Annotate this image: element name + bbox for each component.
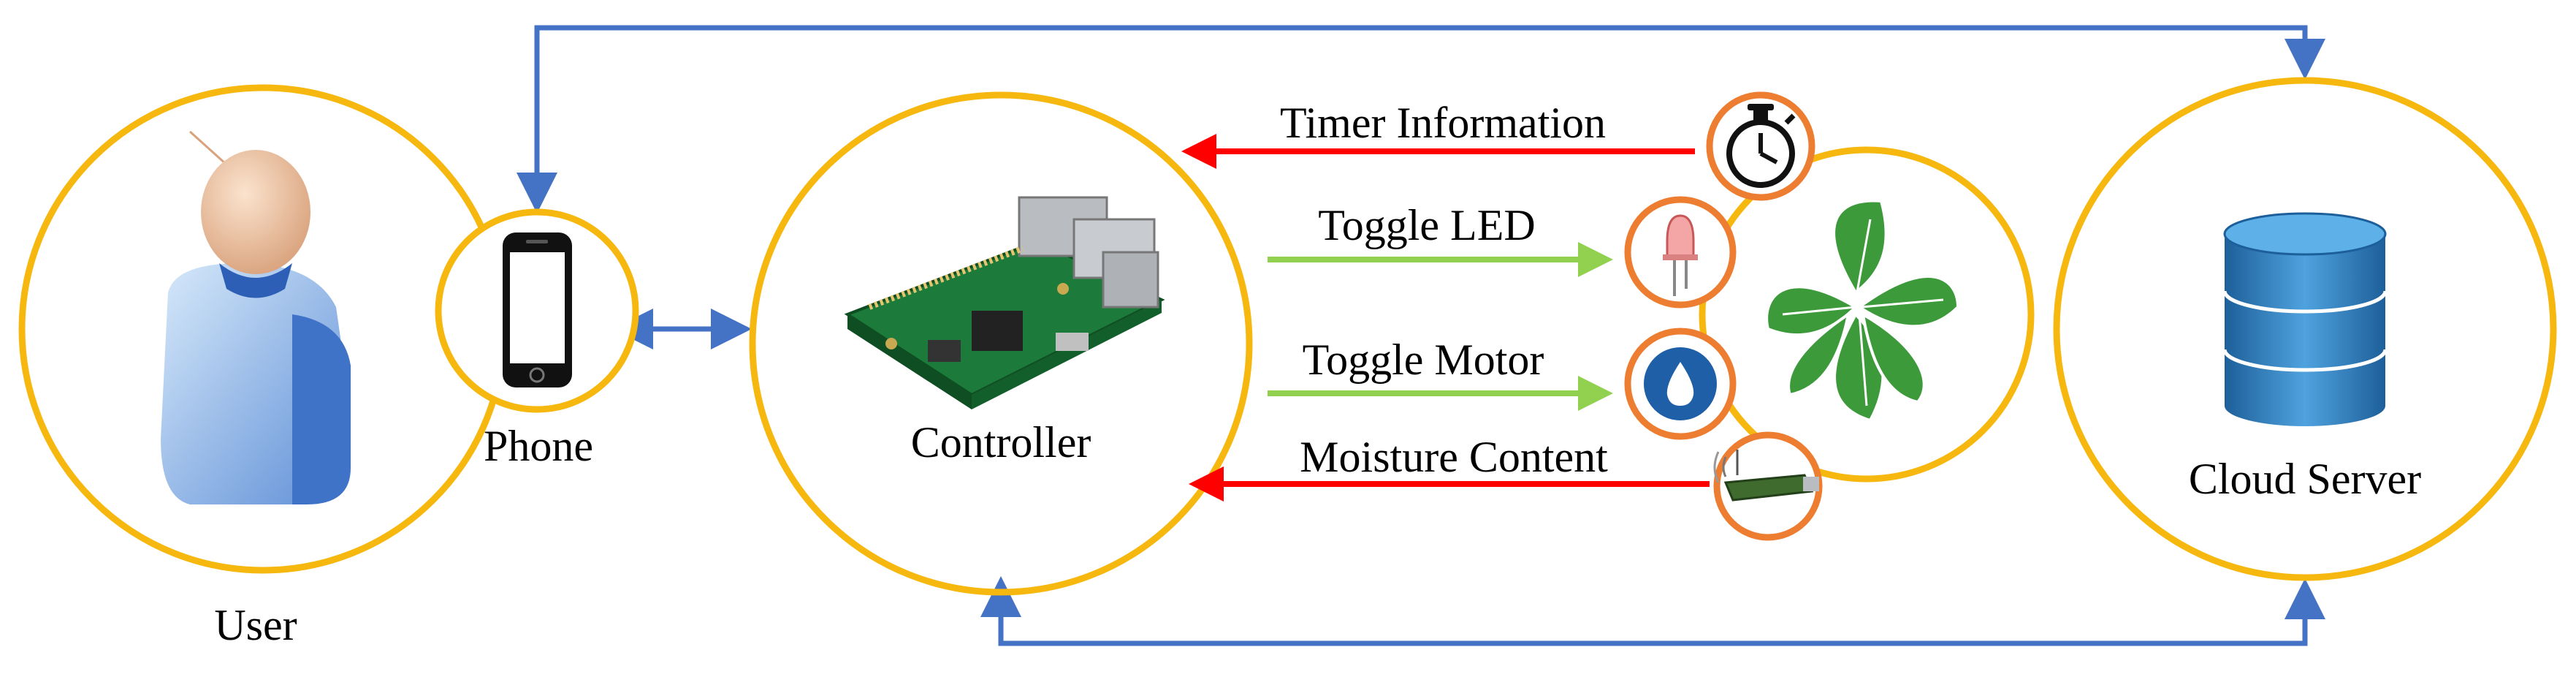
moisture-sensor-device [1713, 431, 1823, 541]
phone-node: Phone [435, 208, 639, 470]
motor-device [1624, 328, 1737, 440]
controller-cloud-link [980, 576, 2325, 646]
user-node: User [18, 84, 508, 649]
led-icon [1663, 214, 1698, 296]
controller-node: Controller [749, 91, 1253, 596]
plant-node [1699, 146, 2035, 483]
user-avatar-icon [161, 130, 351, 504]
toggle-motor-label: Toggle Motor [1303, 336, 1544, 384]
water-drop-icon [1644, 347, 1717, 420]
stopwatch-icon [1726, 104, 1796, 188]
timer-information-label: Timer Information [1280, 99, 1606, 147]
timer-device [1706, 91, 1815, 201]
plant-leaves-icon [1765, 199, 1960, 423]
user-label: User [214, 601, 297, 649]
led-device [1624, 196, 1737, 309]
phone-cloud-link [517, 25, 2325, 213]
database-icon [2222, 212, 2388, 426]
cloud-server-label: Cloud Server [2189, 455, 2421, 503]
toggle-led-label: Toggle LED [1318, 201, 1535, 249]
phone-label: Phone [484, 422, 593, 470]
cloud-server-node: Cloud Server [2053, 77, 2557, 581]
smartphone-icon [503, 232, 572, 387]
raspberry-pi-board-icon [844, 196, 1165, 409]
controller-label: Controller [911, 418, 1091, 466]
moisture-content-label: Moisture Content [1300, 433, 1608, 481]
moisture-sensor-icon [1713, 450, 1819, 502]
